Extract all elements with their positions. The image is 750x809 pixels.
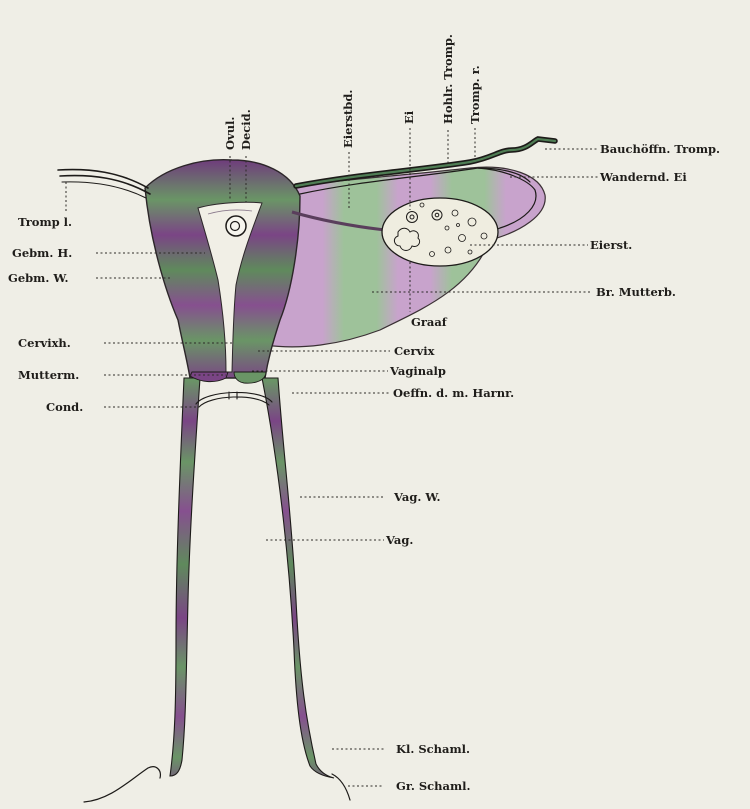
label-ei-top: Ei <box>402 110 416 124</box>
label-gebm-h: Gebm. H. <box>12 246 72 260</box>
label-cond: Cond. <box>46 400 83 414</box>
label-vaginalp: Vaginalp <box>389 364 446 378</box>
label-wandernd-ei: Wandernd. Ei <box>599 170 687 184</box>
label-vag: Vag. <box>385 533 413 547</box>
vagina-left-wall <box>170 378 200 776</box>
left-tube <box>58 170 148 188</box>
ovulum <box>226 216 246 236</box>
label-graaf: Graaf <box>411 315 448 329</box>
urethral-opening <box>196 392 272 407</box>
label-tromp-l: Tromp l. <box>18 215 72 229</box>
label-kl-schaml: Kl. Schaml. <box>396 742 470 756</box>
cervix-right-lip <box>234 372 266 383</box>
labia-majora-right <box>332 774 350 800</box>
label-gr-schaml: Gr. Schaml. <box>396 779 471 793</box>
label-cervix: Cervix <box>394 344 435 358</box>
label-eierstbd: Eierstbd. <box>341 90 355 148</box>
label-ovul: Ovul. <box>223 117 237 150</box>
label-bauchoeffn-tromp: Bauchöffn. Tromp. <box>600 142 720 156</box>
label-gebm-w: Gebm. W. <box>8 271 68 285</box>
label-oeffn-harnr: Oeffn. d. m. Harnr. <box>393 386 514 400</box>
ovary <box>382 198 498 266</box>
vagina-right-wall <box>262 378 334 778</box>
label-eierst: Eierst. <box>590 238 632 252</box>
label-mutterm: Mutterm. <box>18 368 79 382</box>
label-br-mutterb: Br. Mutterb. <box>596 285 676 299</box>
label-hohlr-tromp: Hohlr. Tromp. <box>441 34 455 124</box>
label-tromp-r: Tromp. r. <box>468 65 482 124</box>
label-vag-w: Vag. W. <box>393 490 441 504</box>
label-cervixh: Cervixh. <box>18 336 71 350</box>
label-decid: Decid. <box>239 109 253 150</box>
labia-majora-left <box>84 767 160 802</box>
